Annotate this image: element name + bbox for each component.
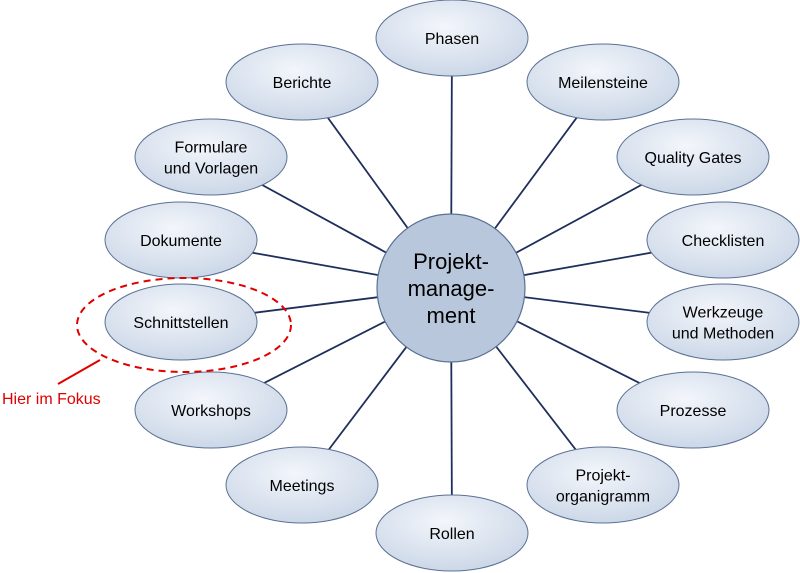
- node-meilensteine: Meilensteine: [526, 43, 680, 121]
- node-schnittstellen: Schnittstellen: [104, 283, 258, 361]
- node-projektorganigramm: Projekt-organigramm: [526, 446, 680, 524]
- node-label: Phasen: [425, 31, 479, 48]
- node-quality-gates: Quality Gates: [616, 118, 770, 196]
- focus-label: Hier im Fokus: [2, 391, 101, 408]
- center-circle: [376, 213, 526, 363]
- node-prozesse: Prozesse: [616, 371, 770, 449]
- node-ellipse: [134, 371, 288, 449]
- node-phasen: Phasen: [375, 0, 529, 77]
- node-label: Prozesse: [660, 403, 727, 420]
- node-ellipse: [526, 43, 680, 121]
- focus-highlight-ellipse: [76, 277, 292, 373]
- node-formulare: Formulare und Vorlagen: [134, 118, 288, 196]
- node-dokumente: Dokumente: [104, 201, 258, 279]
- node-label: Projekt-: [575, 468, 630, 485]
- node-label: Berichte: [273, 75, 332, 92]
- focus-annotation: Hier im Fokus: [2, 277, 292, 408]
- node-ellipse: [225, 446, 379, 524]
- node-label: und Vorlagen: [164, 161, 258, 178]
- center-node: Projekt-manage-ment: [376, 213, 526, 363]
- node-label: und Methoden: [672, 326, 774, 343]
- node-label: Formulare: [175, 140, 248, 157]
- focus-arrow: [57, 359, 101, 385]
- node-werkzeuge: Werkzeuge und Methoden: [646, 283, 800, 361]
- node-ellipse: [104, 283, 258, 361]
- center-label: Projekt-: [413, 249, 489, 274]
- center-label: ment: [427, 303, 476, 328]
- center-label: manage-: [408, 276, 495, 301]
- node-ellipse: [134, 118, 288, 196]
- node-label: Rollen: [429, 526, 474, 543]
- node-label: organigramm: [556, 489, 650, 506]
- node-ellipse: [526, 446, 680, 524]
- node-rollen: Rollen: [375, 494, 529, 572]
- node-meetings: Meetings: [225, 446, 379, 524]
- node-ellipse: [616, 371, 770, 449]
- node-label: Quality Gates: [645, 150, 742, 167]
- node-ellipse: [375, 0, 529, 77]
- node-ellipse: [646, 283, 800, 361]
- node-label: Werkzeuge: [683, 305, 764, 322]
- node-ellipse: [616, 118, 770, 196]
- node-label: Schnittstellen: [133, 315, 228, 332]
- node-ellipse: [225, 43, 379, 121]
- node-workshops: Workshops: [134, 371, 288, 449]
- node-checklisten: Checklisten: [646, 201, 800, 279]
- node-label: Workshops: [171, 403, 251, 420]
- node-ellipse: [375, 494, 529, 572]
- node-label: Meetings: [270, 478, 335, 495]
- node-ellipse: [646, 201, 800, 279]
- node-label: Checklisten: [682, 233, 765, 250]
- node-berichte: Berichte: [225, 43, 379, 121]
- node-label: Dokumente: [140, 233, 222, 250]
- node-label: Meilensteine: [558, 75, 648, 92]
